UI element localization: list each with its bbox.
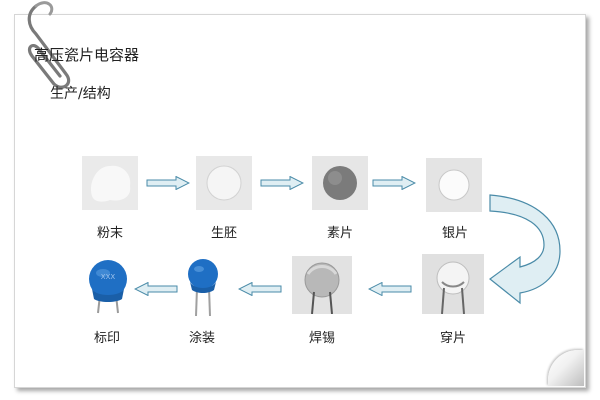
lead-inserted-photo — [422, 254, 484, 315]
arrow-left-icon — [368, 282, 412, 296]
green-body-photo — [196, 156, 252, 210]
step-label-coating: 涂装 — [188, 331, 215, 346]
curved-arrow-icon — [489, 194, 561, 305]
step-label-soldering: 焊锡 — [308, 331, 335, 346]
fired-disc-photo — [312, 156, 368, 210]
lead-inserted-image — [422, 254, 484, 315]
marked-capacitor-image: XXX — [89, 260, 127, 314]
soldered-disc-image — [292, 256, 352, 315]
powder-image — [82, 156, 138, 210]
page-title: 高压瓷片电容器 — [34, 46, 140, 64]
step-label-lead-insert: 穿片 — [439, 331, 466, 346]
arrow-left-icon — [134, 282, 178, 296]
step-label-powder: 粉末 — [96, 226, 123, 241]
coated-capacitor-photo — [178, 256, 228, 317]
fired-disc-image — [312, 156, 368, 210]
arrow-left-icon — [238, 282, 282, 296]
step-label-marking: 标印 — [93, 331, 120, 346]
arrow-right-icon — [146, 176, 190, 190]
coated-capacitor-image — [188, 259, 218, 317]
powder-photo — [82, 156, 138, 210]
arrow-right-icon — [260, 176, 304, 190]
paperclip-icon — [27, 1, 71, 89]
green-body-image — [196, 156, 252, 210]
svg-text:XXX: XXX — [101, 273, 116, 281]
marked-capacitor-photo: XXX — [78, 255, 138, 315]
step-label-fired-disc: 素片 — [326, 226, 353, 241]
silver-disc-photo — [426, 158, 482, 212]
step-label-green-body: 生胚 — [210, 226, 237, 241]
step-label-silver-disc: 银片 — [441, 226, 468, 241]
page-subtitle: 生产/结构 — [50, 86, 111, 102]
arrow-right-icon — [372, 176, 416, 190]
soldered-disc-photo — [292, 256, 352, 315]
silver-disc-image — [426, 158, 482, 212]
